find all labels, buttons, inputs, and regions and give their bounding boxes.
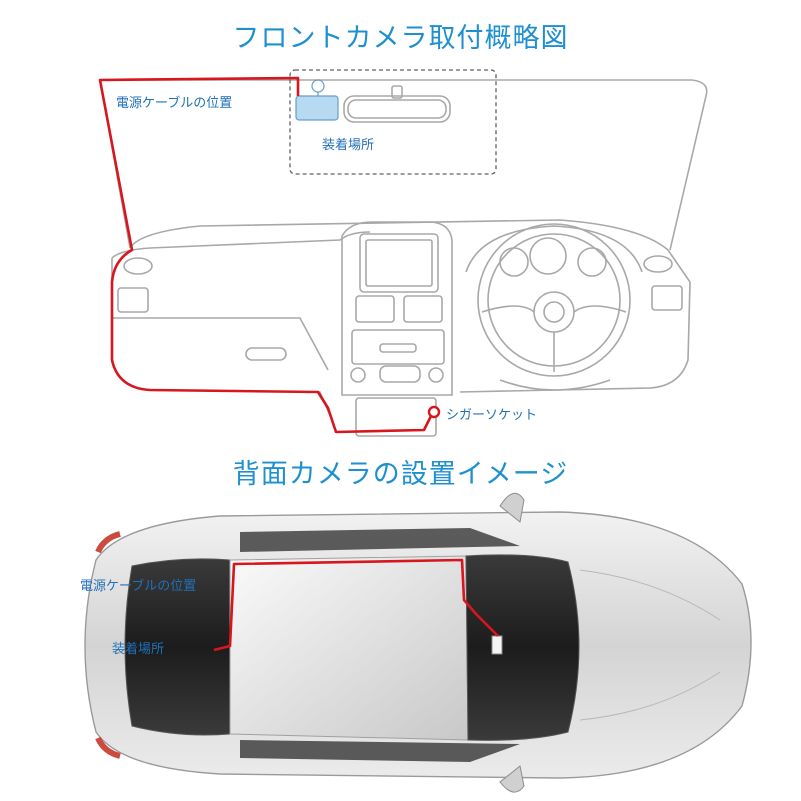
steering-wheel [477,223,631,377]
front-mount-zone [289,69,497,175]
tachometer [529,237,567,275]
rear-diagram-title: 背面カメラの設置イメージ [232,459,569,490]
vent-left [355,295,395,323]
center-console [341,221,453,396]
rear-window [124,558,231,736]
front-camera-icon [295,95,339,121]
rear-view-mirror [343,95,451,123]
rear-power-cable-label: 電源ケーブルの位置 [80,579,197,594]
speedometer [499,247,529,277]
dashboard-top [129,219,691,283]
car-windshield [465,554,580,741]
front-power-cable [98,76,434,434]
cigar-socket-icon [427,405,441,419]
front-mount-label: 装着場所 [322,138,375,153]
vent-right [403,295,443,323]
rear-mount-label: 装着場所 [112,642,165,657]
front-diagram-title: フロントカメラ取付概略図 [232,23,569,54]
car-roof [229,555,469,741]
rear-power-cable [213,558,499,652]
windshield-outline [100,79,708,251]
navigation-screen [359,233,439,293]
front-power-cable-label: 電源ケーブルの位置 [116,96,233,111]
rear-front-camera-icon [491,635,503,655]
cigar-socket-label: シガーソケット [446,408,538,423]
